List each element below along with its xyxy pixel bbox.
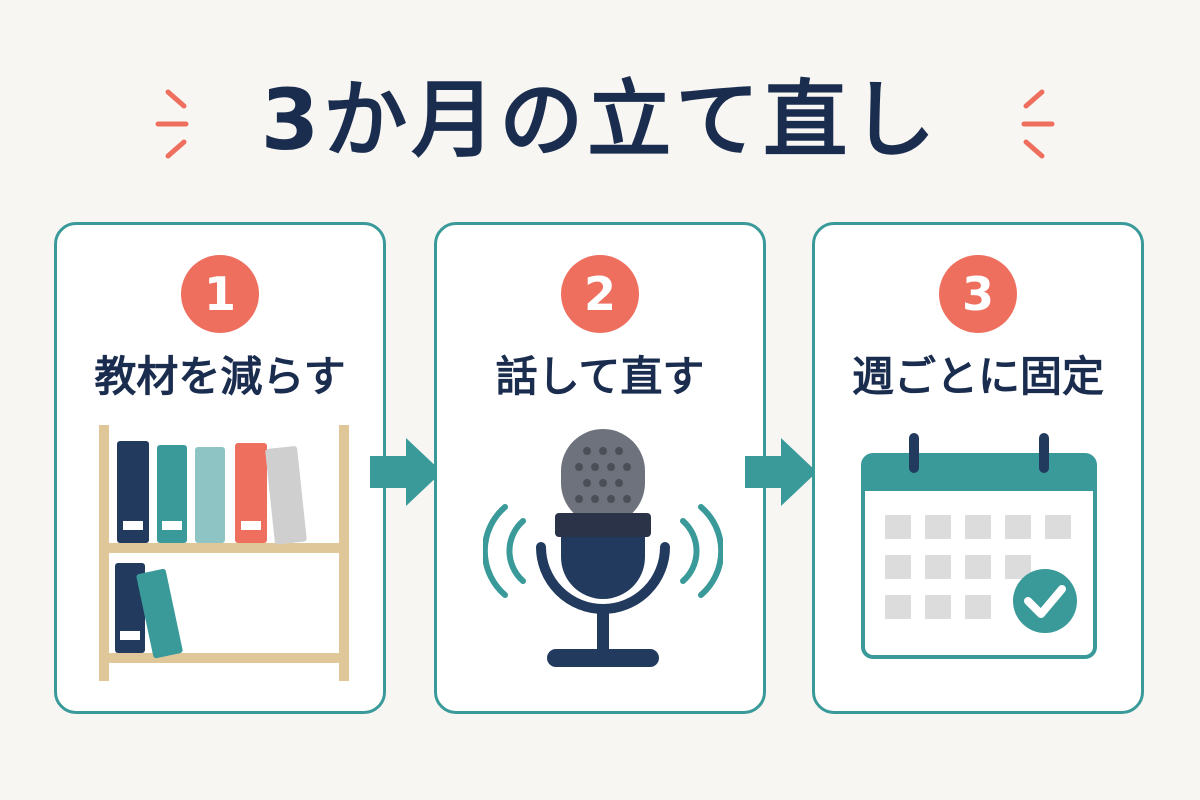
step-card-1: 1 教材を減らす xyxy=(54,222,386,714)
step-label: 週ごとに固定 xyxy=(851,352,1104,401)
arrow-right-icon xyxy=(370,438,442,506)
calendar-check-icon xyxy=(861,433,1097,659)
step-number-badge: 3 xyxy=(939,255,1017,333)
bookshelf-icon xyxy=(99,425,349,681)
step-label: 話して直す xyxy=(495,352,705,401)
step-label: 教材を減らす xyxy=(94,352,346,401)
step-number-badge: 1 xyxy=(181,255,259,333)
arrow-right-icon xyxy=(745,438,817,506)
burst-left-icon xyxy=(155,89,189,159)
burst-right-icon xyxy=(1021,89,1055,159)
microphone-icon xyxy=(483,429,723,667)
step-card-3: 3 週ごとに固定 xyxy=(812,222,1144,714)
step-card-2: 2 話して直す xyxy=(434,222,766,714)
page-title: 3か月の立て直し xyxy=(260,71,940,169)
step-number-badge: 2 xyxy=(561,255,639,333)
